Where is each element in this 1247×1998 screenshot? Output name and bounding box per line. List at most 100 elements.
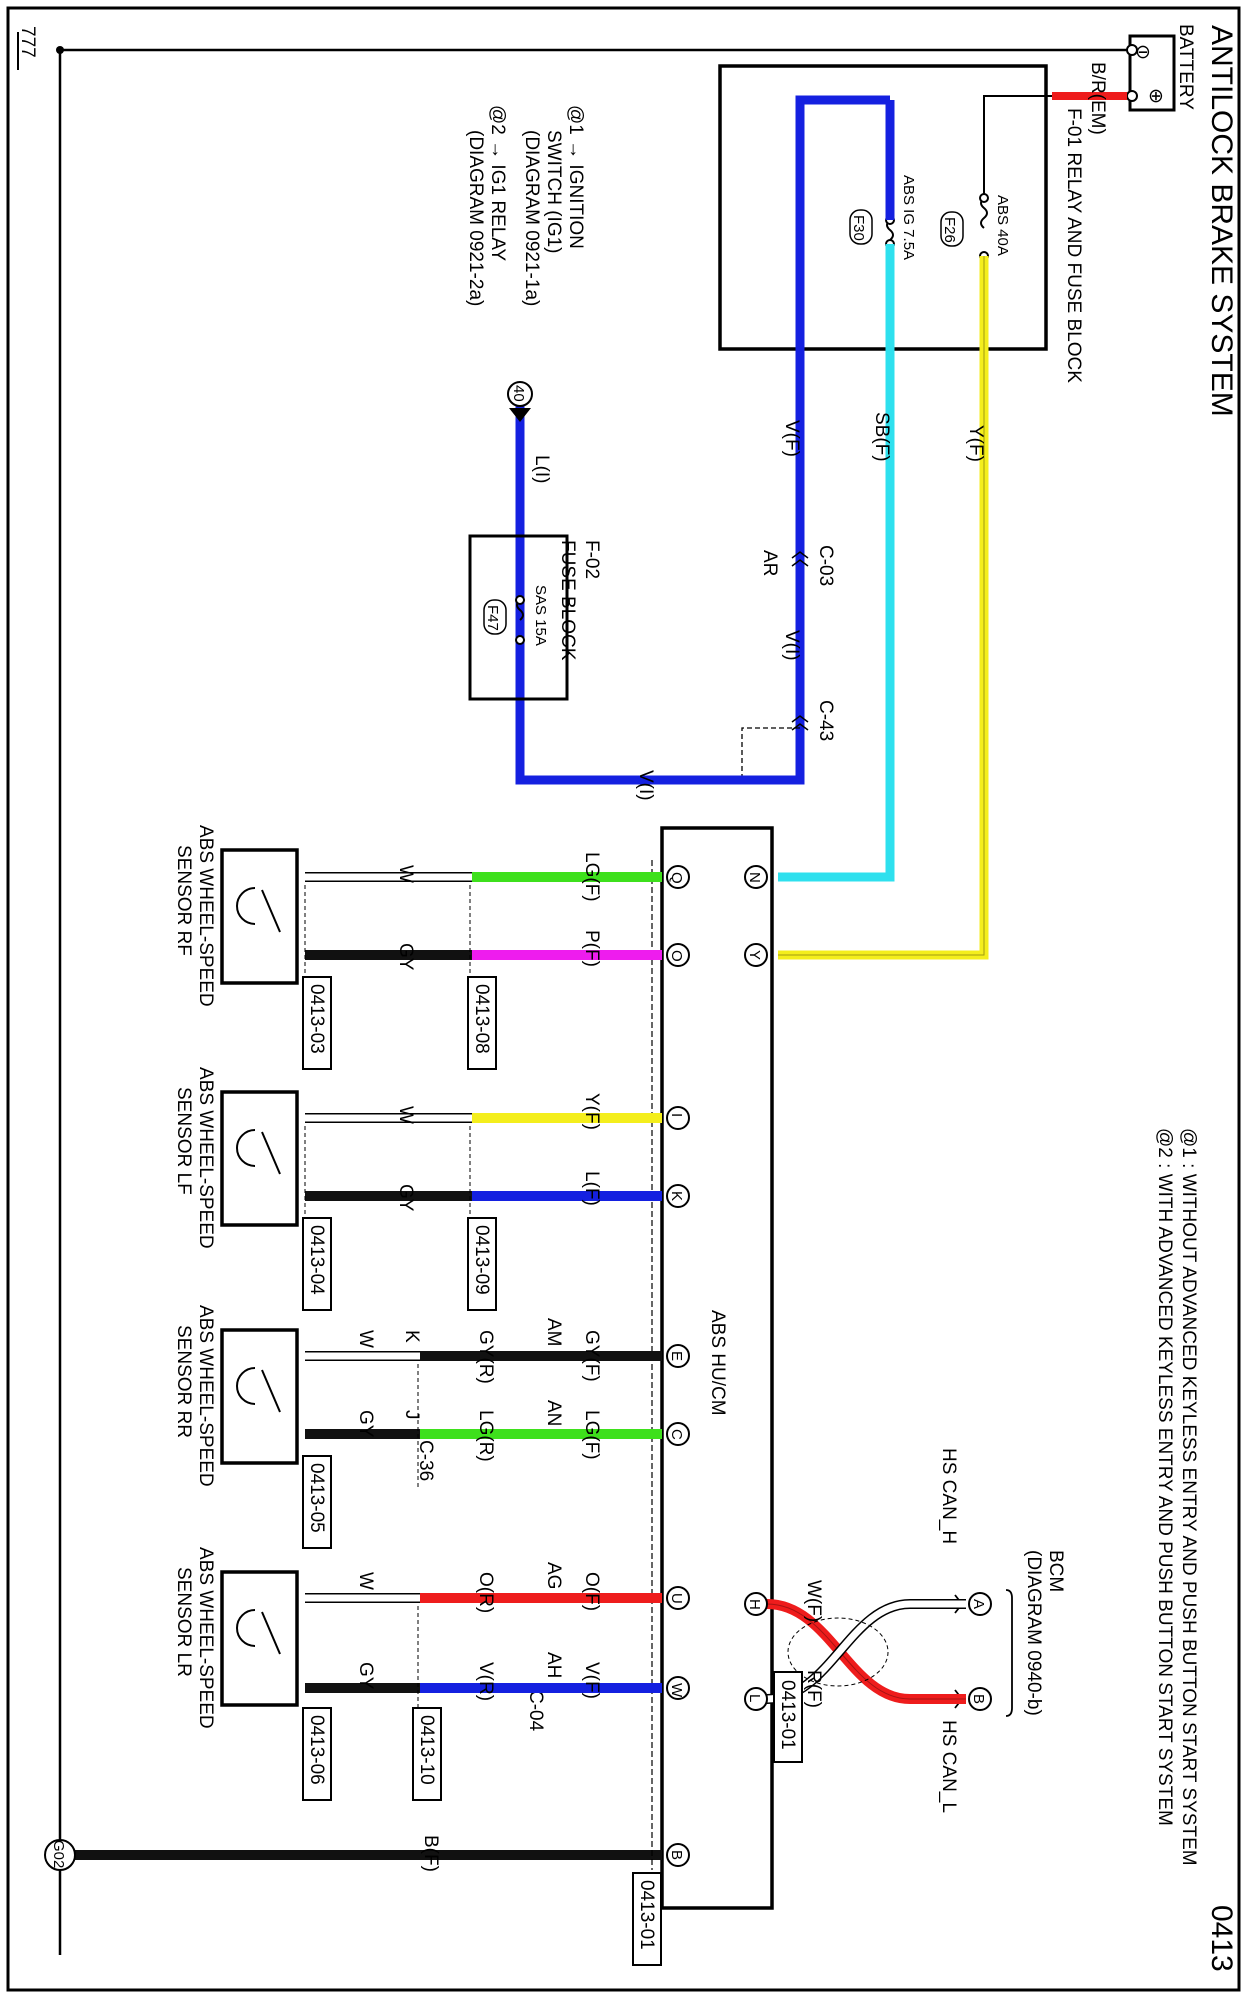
shield-c43 — [741, 727, 800, 780]
battery-label: BATTERY — [1175, 24, 1196, 110]
feed-note-2b: (DIAGRAM 0921-2a) — [465, 130, 486, 306]
bcm-pin-a-label: A — [970, 1599, 987, 1609]
battery-icon: ⊖ ⊕ — [1126, 34, 1176, 112]
ref-can-label: 0413-01 — [777, 1680, 798, 1750]
sensor-rf-wire-2-label: P(F) — [581, 930, 602, 967]
ground-point-label: G02 — [50, 1840, 67, 1868]
ref-can — [773, 1671, 803, 1763]
sensor-lf-wire-1-label: Y(F) — [581, 1093, 602, 1130]
wire-v-i — [515, 400, 805, 785]
wire-label-y-f: Y(F) — [965, 425, 986, 462]
can-h-label: HS CAN_H — [938, 1448, 959, 1544]
sensor-rf-s1-label: W — [395, 865, 416, 883]
wire-label-l-i: L(I) — [531, 455, 552, 484]
pin-o-label: O — [668, 950, 685, 962]
sensor-rf-ref-a-label: 0413-08 — [471, 984, 492, 1054]
feed-note-1b: SWITCH (IG1) — [543, 130, 564, 254]
f02-label: F-02 — [581, 540, 602, 579]
pin-l — [744, 1687, 768, 1711]
sensor-lf-ref-b-label: 0413-04 — [306, 1225, 327, 1295]
bcm-sublabel: (DIAGRAM 0940-b) — [1023, 1550, 1044, 1716]
sensor-rf — [220, 848, 299, 985]
wire-label-v-f: V(F) — [781, 420, 802, 457]
wire-v-f — [795, 95, 890, 760]
sensor-lr-wire-2-label: V(F) — [581, 1662, 602, 1699]
pin-o — [666, 943, 690, 967]
sensor-rr-coil-icon — [236, 1367, 256, 1405]
sensor-lr-ref-b — [302, 1707, 332, 1801]
sensor-lr-mid-2-label: V(R) — [475, 1662, 496, 1701]
chassis-ground-icon: 777 — [17, 26, 38, 58]
f02-label-2: FUSE BLOCK — [557, 540, 578, 661]
pin-h-label: H — [746, 1599, 763, 1610]
sensor-lf-name-2: SENSOR LF — [173, 1087, 194, 1195]
pin-e — [666, 1344, 690, 1368]
sensor-rr-c2-label: AN — [543, 1400, 564, 1426]
connector-c03: C-03 — [815, 545, 836, 586]
bcm-pin-b — [968, 1687, 992, 1711]
bcm-pin-b-label: B — [970, 1694, 987, 1704]
f02-fuse-block — [468, 534, 569, 701]
page-number: 0413 — [1205, 1905, 1238, 1972]
sensor-rr-k-label: K — [401, 1330, 422, 1343]
sensor-rr-ref-b-label: 0413-05 — [306, 1463, 327, 1533]
page-border — [6, 6, 1241, 1992]
pin-b — [666, 1843, 690, 1867]
feed-arrow-icon — [509, 408, 531, 422]
sensor-rf-ref-b-label: 0413-03 — [306, 984, 327, 1054]
sensor-rf-wire-1-label: LG(F) — [581, 852, 602, 902]
pin-b-label: B — [668, 1850, 685, 1860]
note-1: @1 : WITHOUT ADVANCED KEYLESS ENTRY AND … — [1178, 1128, 1199, 1866]
sensor-lr — [220, 1570, 299, 1707]
sensor-lf-ref-b — [302, 1217, 332, 1311]
sensor-rr-s2-label: GY — [355, 1410, 376, 1438]
bcm-label: BCM — [1045, 1550, 1066, 1592]
wire-can-l — [766, 1599, 966, 1704]
pin-u-label: U — [668, 1593, 685, 1604]
wire-y-f — [778, 256, 989, 960]
ref-ground — [632, 1872, 662, 1966]
sensor-rr — [220, 1328, 299, 1465]
wire-label-v-i: V(I) — [781, 630, 802, 661]
pin-q — [666, 865, 690, 889]
fuse-abs40-label: ABS 40A — [994, 195, 1011, 256]
ground-junction — [56, 46, 64, 54]
wire-label-v-i-2: V(I) — [635, 770, 656, 801]
relay-fuse-block — [718, 64, 1048, 351]
sensor-rr-mid-1-label: GY(R) — [475, 1330, 496, 1384]
pin-k-label: K — [668, 1191, 685, 1201]
sensor-lr-ref-a-label: 0413-10 — [416, 1715, 437, 1785]
sensor-rr-c36-label: C-36 — [415, 1440, 436, 1481]
feed-note-1c: (DIAGRAM 0921-1a) — [521, 130, 542, 306]
sensor-lf-wire-2-label: L(F) — [581, 1171, 602, 1206]
feed-note-2a: @2 → IG1 RELAY — [487, 105, 508, 262]
wire-label-w-f-can: W(F) — [803, 1580, 824, 1622]
abs-module-label: ABS HU/CM — [707, 1310, 728, 1416]
sensor-lr-wire-1-label: O(F) — [581, 1572, 602, 1611]
fuse-sas-label: SAS 15A — [532, 585, 549, 646]
dynamic-layer: NYHLABQOIKECUWBLG(F)P(F)WGY0413-080413-0… — [173, 825, 992, 1870]
connector-c43-marker — [791, 715, 809, 731]
wire-sb-f — [778, 244, 895, 882]
sensor-lf — [220, 1090, 299, 1227]
svg-text:⊕: ⊕ — [1148, 86, 1164, 107]
sensor-rf-ref-a — [467, 976, 497, 1070]
pin-w-label: W — [668, 1683, 685, 1698]
sensor-lr-ref-b-label: 0413-06 — [306, 1715, 327, 1785]
fuse-absig-id: F30 — [850, 215, 867, 241]
abs-module — [660, 826, 774, 1910]
ground-point-g02 — [44, 1839, 76, 1871]
fuse-sas-id-badge — [483, 599, 507, 635]
sensor-rf-name-1: ABS WHEEL-SPEED — [195, 825, 216, 1007]
sensor-lf-s2-label: GY — [395, 1184, 416, 1212]
sensor-rf-coil-icon — [236, 887, 256, 925]
can-l-label: HS CAN_L — [938, 1720, 959, 1813]
pin-i-label: I — [668, 1113, 685, 1117]
sensor-rr-switch-icon — [261, 1369, 281, 1413]
pin-q-label: Q — [668, 872, 685, 884]
bcm-bracket — [1005, 1589, 1013, 1717]
pin-h — [744, 1592, 768, 1616]
feed-connector-40 — [507, 381, 533, 407]
sensor-lr-coil-icon — [236, 1609, 256, 1647]
